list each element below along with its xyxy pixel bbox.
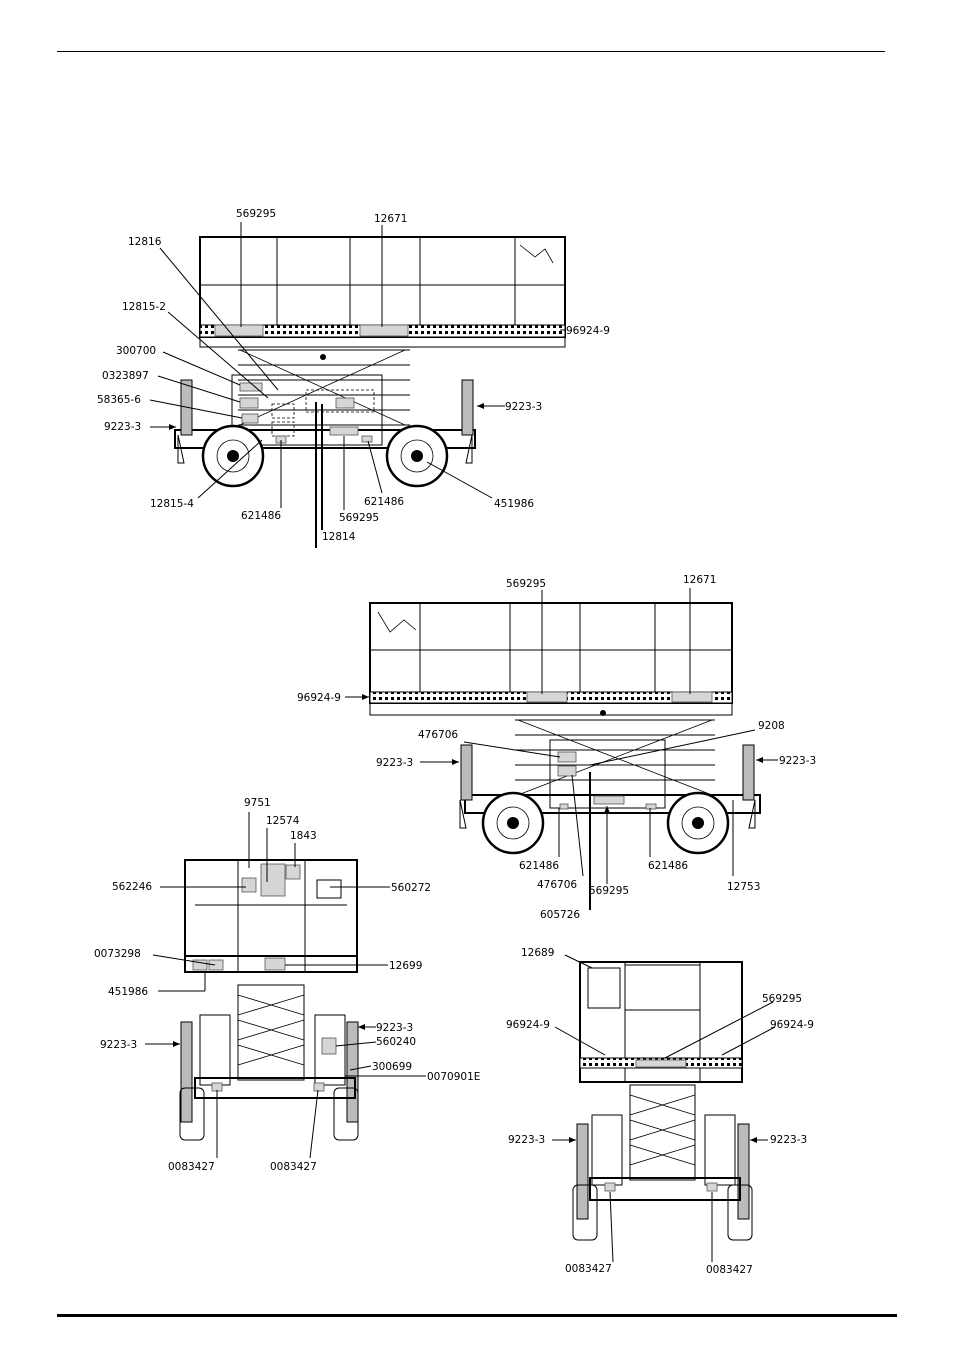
- label-451986: 451986: [494, 498, 534, 510]
- front-view: [552, 954, 776, 1263]
- label-0073298: 0073298: [94, 948, 141, 960]
- label-0083427-rear-r: 0083427: [270, 1161, 317, 1173]
- label-9751: 9751: [244, 797, 271, 809]
- label-300700: 300700: [116, 345, 156, 357]
- label-569295-bottom: 569295: [339, 512, 379, 524]
- label-476706-a: 476706: [418, 729, 458, 741]
- label-12699: 12699: [389, 960, 422, 972]
- label-58365-6: 58365-6: [97, 394, 141, 406]
- label-12816: 12816: [128, 236, 162, 248]
- label-569295-front: 569295: [762, 993, 802, 1005]
- label-12671-top: 12671: [374, 213, 407, 225]
- label-621486-c: 621486: [519, 860, 559, 872]
- label-12689: 12689: [521, 947, 554, 959]
- label-9223-3-front-r: 9223-3: [770, 1134, 807, 1146]
- label-12815-2: 12815-2: [122, 301, 166, 313]
- label-569295-top-2: 569295: [506, 578, 546, 590]
- labels-side-left: 569295 12671 12816 12815-2 300700 032389…: [97, 208, 610, 543]
- label-569295-bottom-2: 569295: [589, 885, 629, 897]
- side-view-right: [345, 588, 778, 910]
- label-96924-9-front-l: 96924-9: [506, 1019, 550, 1031]
- label-621486-b: 621486: [364, 496, 404, 508]
- label-0323897: 0323897: [102, 370, 149, 382]
- side-view-left: [149, 222, 566, 548]
- label-451986-rear: 451986: [108, 986, 148, 998]
- label-96924-9: 96924-9: [566, 325, 610, 337]
- label-12815-4: 12815-4: [150, 498, 194, 510]
- top-rule: [57, 51, 885, 52]
- label-0070901E: 0070901E: [427, 1071, 480, 1083]
- label-562246: 562246: [112, 881, 152, 893]
- label-560272: 560272: [391, 882, 431, 894]
- label-9223-3-a: 9223-3: [376, 757, 413, 769]
- label-605726: 605726: [540, 909, 580, 921]
- label-300699: 300699: [372, 1061, 412, 1073]
- label-12574: 12574: [266, 815, 300, 827]
- rear-view: [145, 812, 426, 1159]
- label-621486-d: 621486: [648, 860, 688, 872]
- labels-rear: 9751 12574 1843 562246 560272 0073298 12…: [94, 797, 480, 1173]
- label-9223-3-right: 9223-3: [505, 401, 542, 413]
- label-560240: 560240: [376, 1036, 416, 1048]
- label-12671-top-2: 12671: [683, 574, 716, 586]
- label-0083427-front-r: 0083427: [706, 1264, 753, 1276]
- label-0083427-front-l: 0083427: [565, 1263, 612, 1275]
- labels-front: 12689 569295 96924-9 96924-9 9223-3 9223…: [506, 947, 814, 1276]
- label-12814: 12814: [322, 531, 356, 543]
- label-621486-a: 621486: [241, 510, 281, 522]
- label-9223-3-rear-r: 9223-3: [376, 1022, 413, 1034]
- label-569295-top: 569295: [236, 208, 276, 220]
- label-9223-3-rear-l: 9223-3: [100, 1039, 137, 1051]
- bottom-rule: [57, 1314, 897, 1317]
- label-96924-9-front-r: 96924-9: [770, 1019, 814, 1031]
- label-9208: 9208: [758, 720, 785, 732]
- label-96924-9-2: 96924-9: [297, 692, 341, 704]
- labels-side-right: 569295 12671 96924-9 476706 9208 9223-3 …: [297, 574, 816, 921]
- label-9223-3-left: 9223-3: [104, 421, 141, 433]
- label-9223-3-b: 9223-3: [779, 755, 816, 767]
- label-0083427-rear-l: 0083427: [168, 1161, 215, 1173]
- label-476706-b: 476706: [537, 879, 577, 891]
- label-9223-3-front-l: 9223-3: [508, 1134, 545, 1146]
- label-1843: 1843: [290, 830, 317, 842]
- label-12753: 12753: [727, 881, 760, 893]
